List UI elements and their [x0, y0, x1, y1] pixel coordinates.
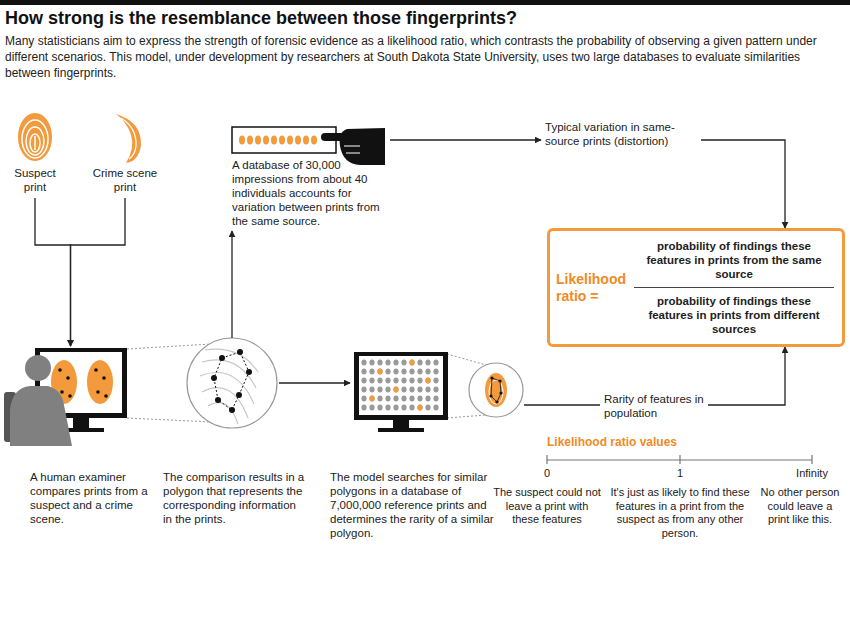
person-silhouette [4, 355, 72, 446]
flow-arrow [35, 198, 71, 346]
scale-value: Infinity [777, 467, 847, 481]
formula-box: Likelihood ratio =probability of finding… [547, 228, 845, 347]
chart-title: How strong is the resemblance between th… [5, 8, 517, 29]
top-bar [0, 0, 850, 5]
database-strip [232, 127, 336, 153]
process-box: Crime scene print [90, 110, 160, 194]
polygon-magnifier [187, 338, 277, 428]
denominator-text: probability of findings these features i… [634, 288, 834, 336]
flow-arrow [71, 198, 126, 346]
node-text: A human examiner compares prints from a … [30, 470, 162, 526]
scale-value: 0 [537, 467, 557, 481]
numerator-text: probability of findings these features i… [634, 239, 834, 288]
flow-arrow [390, 139, 541, 140]
computer-icon [354, 352, 448, 432]
node-text: Typical variation in same-source prints … [545, 120, 697, 148]
fingerprint-icon [18, 113, 52, 161]
process-box: Suspect print [3, 110, 67, 194]
process-box: Typical variation in same-source prints … [545, 120, 697, 148]
node-text: The comparison results in a polygon that… [163, 470, 305, 526]
fraction: probability of findings these features i… [634, 239, 834, 336]
node-text: Rarity of features in population [604, 392, 704, 420]
scale-value: 1 [670, 467, 690, 481]
leader-line [127, 344, 486, 422]
node-text: Suspect print [3, 166, 67, 194]
flow-arrow [524, 404, 600, 405]
scale-note: No other person could leave a print like… [756, 486, 844, 527]
scale-note: It's just as likely to find these featur… [605, 486, 755, 540]
caption-text: Many statisticians aim to express the st… [5, 33, 843, 81]
match-magnifier [469, 363, 523, 417]
process-box: Rarity of features in population [604, 392, 704, 420]
process-box: The comparison results in a polygon that… [187, 338, 277, 428]
process-box: The model searches for similar polygons … [352, 350, 524, 430]
node-text: The model searches for similar polygons … [330, 470, 498, 540]
formula-label: Likelihood ratio = [556, 271, 634, 305]
process-box: A human examiner compares prints from a … [8, 342, 133, 450]
node-text: A database of 30,000 impressions from ab… [232, 158, 380, 228]
node-text: Crime scene print [90, 166, 160, 194]
scale-line [547, 455, 812, 464]
flow-arrow [701, 140, 785, 228]
scale-note: The suspect could not leave a print with… [492, 486, 602, 527]
flow-arrow [279, 382, 350, 383]
process-box: A database of 30,000 impressions from ab… [228, 122, 386, 228]
partial-print-icon [116, 114, 141, 163]
flow-arrow [708, 347, 785, 405]
scale-title: Likelihood ratio values [547, 436, 727, 450]
flow-arrow [231, 231, 232, 338]
